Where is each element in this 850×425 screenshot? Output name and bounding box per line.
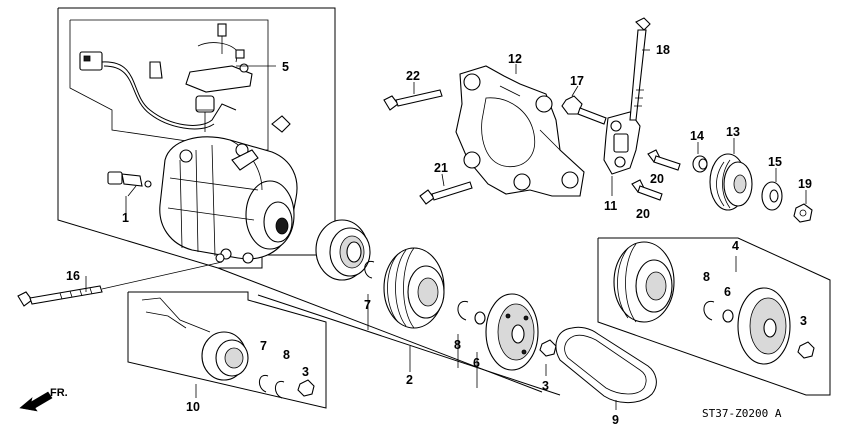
compressor-body: [159, 95, 298, 264]
wiring-harness: [79, 51, 237, 130]
bolts-20: [631, 149, 681, 201]
callout-17: 18: [656, 43, 670, 57]
diagram-code: ST37-Z0200 A: [702, 407, 782, 420]
relief-valve-part-1: [107, 171, 152, 188]
callout-7a: 7: [364, 298, 371, 312]
leader-lines: [85, 49, 807, 410]
callout-11: 11: [604, 199, 617, 213]
collar-14: [692, 155, 708, 173]
snap-ring-7: [364, 260, 375, 279]
field-coil-part-10: [141, 297, 249, 381]
group-outlines: [57, 7, 831, 409]
front-label: FR.: [50, 387, 68, 399]
nut-19: [793, 203, 813, 223]
bolt-21: [419, 181, 473, 205]
callout-labels: 5 1 16 7 2 8 6 3 7 8 3 10 9 4 8 6 3 12 1…: [66, 43, 812, 425]
long-bolt-part-18: [17, 261, 223, 307]
bracket-part-5: [185, 23, 291, 133]
mount-bracket-part-12: [455, 65, 585, 197]
callout-9: 9: [612, 413, 619, 425]
callout-2: 2: [406, 373, 413, 387]
bolt-16: [561, 95, 607, 125]
tension-bracket-part-11: [603, 111, 641, 175]
callout-22: 22: [406, 69, 420, 83]
shim-6: [474, 311, 486, 325]
front-direction-arrow: FR.: [19, 387, 68, 412]
callout-3c: 3: [800, 314, 807, 328]
nut-3: [539, 339, 557, 357]
washer-15: [761, 181, 783, 211]
clutch-coil: [315, 219, 371, 281]
clutch-assembly-part-4: [613, 241, 815, 365]
callout-3a: 3: [542, 379, 549, 393]
callout-21: 21: [434, 161, 448, 175]
callout-8b: 8: [283, 348, 290, 362]
callout-14: 14: [690, 129, 704, 143]
callout-16: 17: [570, 74, 584, 88]
callout-5: 5: [282, 60, 289, 74]
callout-8c: 8: [703, 270, 710, 284]
pulley-part: [383, 247, 445, 329]
callout-7b: 7: [260, 339, 267, 353]
callout-20b: 20: [636, 207, 650, 221]
drive-belt-part-9: [555, 326, 657, 403]
callout-18: 16: [66, 269, 80, 283]
idler-pulley-13: [709, 153, 753, 211]
armature-plate: [485, 293, 539, 371]
snap-ring-8: [457, 300, 469, 321]
callout-1: 1: [122, 211, 129, 225]
bolt-22: [383, 89, 443, 111]
callout-6a: 6: [473, 356, 480, 370]
callout-8a: 8: [454, 338, 461, 352]
callout-3b: 3: [302, 365, 309, 379]
callout-10: 10: [186, 400, 200, 414]
callout-15: 15: [768, 155, 782, 169]
part-10-rings: [259, 374, 315, 399]
callout-19: 19: [798, 177, 812, 191]
callout-12: 12: [508, 52, 522, 66]
callout-6b: 6: [724, 285, 731, 299]
callout-4: 4: [732, 239, 739, 253]
callout-20a: 20: [650, 172, 664, 186]
callout-13: 13: [726, 125, 740, 139]
long-bolt-17: [629, 17, 651, 121]
